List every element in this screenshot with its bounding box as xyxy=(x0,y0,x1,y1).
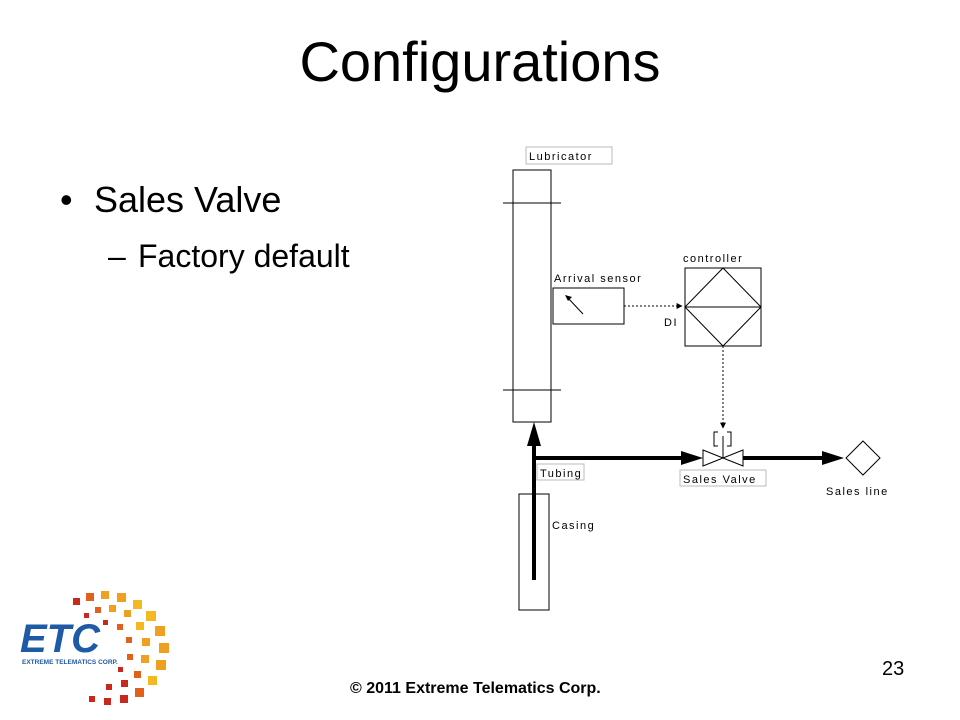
tubing-flow-arrow xyxy=(681,451,703,465)
bullet-marker: • xyxy=(60,179,73,220)
sub-bullet-text: Factory default xyxy=(138,238,350,274)
tubing-arrow-head xyxy=(527,422,541,446)
valve-actuator-right xyxy=(727,431,732,447)
logo-dots xyxy=(73,591,169,705)
sales-valve-label-box xyxy=(679,469,767,487)
casing-label: Casing xyxy=(552,520,595,532)
arrival-sensor-box xyxy=(552,287,625,325)
logo-tagline: EXTREME TELEMATICS CORP. xyxy=(22,659,118,666)
bullet-text: Sales Valve xyxy=(94,179,282,220)
arrival-sensor-needle xyxy=(566,296,584,315)
copyright-text: © 2011 Extreme Telematics Corp. xyxy=(350,680,601,697)
di-label: DI xyxy=(664,317,678,329)
arrival-sensor-needle-head xyxy=(565,295,572,301)
sub-bullet-marker: – xyxy=(108,238,126,274)
logo-text: ETC xyxy=(20,617,101,661)
etc-logo: ETC EXTREME TELEMATICS CORP. xyxy=(20,591,169,705)
bullet-item: • Sales Valve xyxy=(60,176,281,224)
sales-line-terminal xyxy=(845,440,881,476)
sales-valve-symbol xyxy=(702,449,744,467)
lubricator-label: Lubricator xyxy=(529,151,593,163)
sub-bullet-item: –Factory default xyxy=(108,234,350,278)
tubing-label-box xyxy=(536,463,585,481)
tubing-label: Tubing xyxy=(540,468,582,480)
slide-title: Configurations xyxy=(299,30,661,93)
sales-line-flow-arrow xyxy=(822,451,844,465)
arrival-sensor-label: Arrival sensor xyxy=(554,273,642,285)
sales-line-label: Sales line xyxy=(826,486,889,498)
valve-actuator-left xyxy=(713,431,718,447)
controller-label: controller xyxy=(683,253,743,265)
lubricator-body xyxy=(512,169,552,423)
lubricator-label-box xyxy=(525,146,613,165)
page-number: 23 xyxy=(882,658,905,680)
sales-valve-label: Sales Valve xyxy=(683,474,757,486)
